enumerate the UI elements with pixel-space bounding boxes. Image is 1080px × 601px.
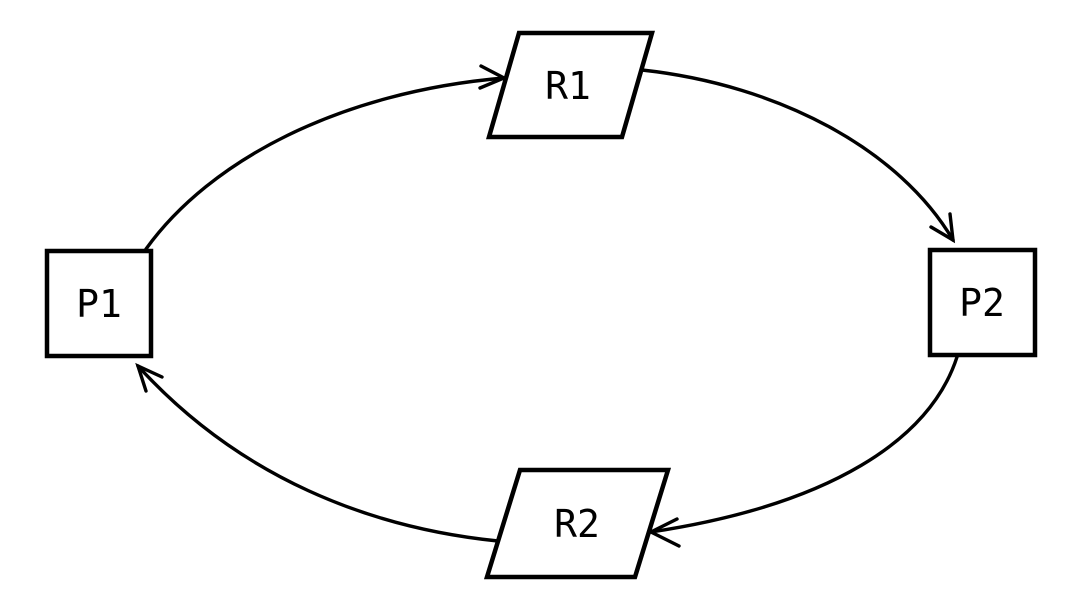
node-p1-label: P1	[76, 282, 122, 326]
node-r2-box	[483, 467, 672, 580]
edge-p1-r1-arrowhead-icon	[478, 64, 509, 90]
node-r2: R2	[483, 467, 672, 580]
edge-r2-p1-arrowhead-icon	[135, 362, 164, 393]
edge-r2-to-p1	[135, 362, 500, 543]
node-r1-label: R1	[545, 64, 591, 108]
edge-p2-to-r2	[647, 355, 959, 548]
node-p1-box	[44, 248, 154, 359]
node-p2-label: P2	[959, 281, 1005, 325]
edge-p2-r2-arrowhead-icon	[647, 517, 681, 548]
edge-r1-to-p2	[640, 68, 956, 244]
edge-r2-p1-line	[136, 364, 500, 543]
node-r1-box	[486, 30, 655, 140]
edge-p1-to-r1	[144, 64, 509, 251]
node-r2-label: R2	[554, 502, 600, 546]
node-p2: P2	[927, 247, 1038, 358]
node-p1: P1	[44, 248, 154, 359]
edge-p1-r1-line	[144, 76, 506, 251]
edge-r1-p2-line	[640, 68, 955, 242]
edge-p2-r2-line	[649, 355, 959, 534]
node-r1: R1	[486, 30, 655, 140]
node-p2-box	[927, 247, 1038, 358]
edge-r1-p2-arrowhead-icon	[929, 212, 956, 244]
